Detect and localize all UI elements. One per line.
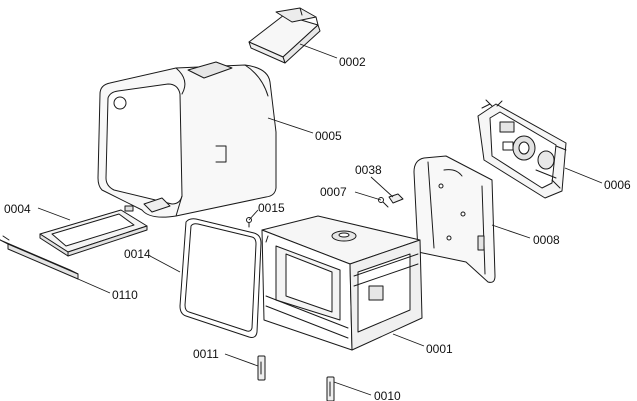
part-0002-cover-plate <box>248 7 321 64</box>
label-0011: 0011 <box>193 347 219 361</box>
label-0110: 0110 <box>112 288 138 302</box>
label-0001: 0001 <box>426 342 453 356</box>
leader-0001 <box>392 333 425 347</box>
part-labels: 0002 0005 0006 0038 0007 0008 0004 0015 … <box>4 55 631 401</box>
leader-0007 <box>354 191 382 201</box>
leader-0011 <box>224 353 259 367</box>
label-0002: 0002 <box>339 55 366 69</box>
label-0006: 0006 <box>604 178 631 192</box>
part-0004-tray <box>39 205 148 257</box>
label-0007: 0007 <box>320 185 347 199</box>
leader-lines <box>37 43 603 396</box>
label-0014: 0014 <box>124 247 151 261</box>
label-0008: 0008 <box>533 233 560 247</box>
leader-0005 <box>267 117 314 134</box>
leader-0002 <box>299 43 338 59</box>
part-0011-hinge <box>257 355 266 381</box>
leader-0006 <box>564 167 603 184</box>
leader-0004 <box>37 207 71 221</box>
leader-0038 <box>370 176 394 198</box>
part-0010-hinge <box>326 376 335 401</box>
label-0004: 0004 <box>4 202 31 216</box>
part-0001-oven-cavity <box>261 215 423 351</box>
leader-0010 <box>333 381 372 396</box>
part-0014-gasket <box>179 218 262 338</box>
part-0008-back-panel <box>413 155 496 283</box>
label-0005: 0005 <box>315 129 342 143</box>
part-0110-rail <box>0 235 79 280</box>
leader-0008 <box>491 224 531 239</box>
part-0006-control-bracket <box>477 99 567 199</box>
label-0015: 0015 <box>258 201 285 215</box>
leader-0014 <box>149 255 181 273</box>
leader-0015 <box>248 209 259 221</box>
leader-0110 <box>77 278 111 294</box>
label-0010: 0010 <box>374 389 401 401</box>
part-0007-screw <box>378 197 389 208</box>
label-0038: 0038 <box>355 163 382 177</box>
part-0005-outer-casing <box>97 61 277 218</box>
part-0015-screw <box>246 217 252 228</box>
